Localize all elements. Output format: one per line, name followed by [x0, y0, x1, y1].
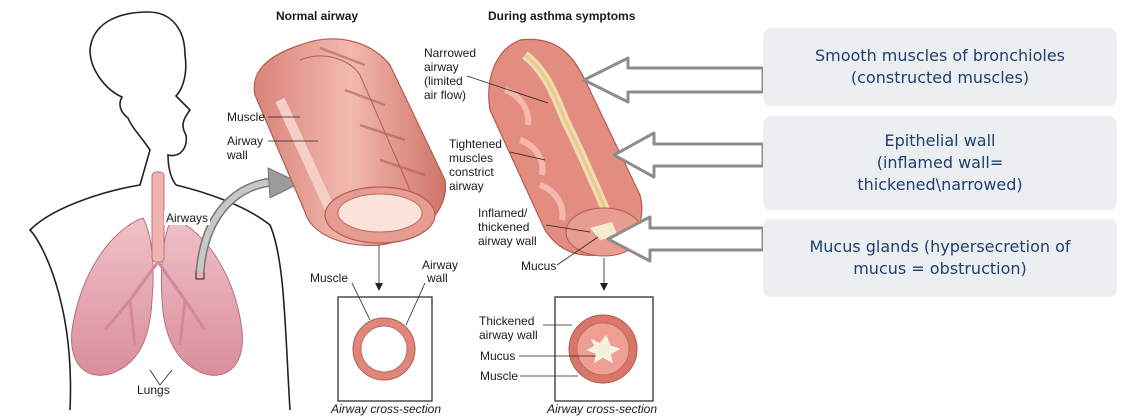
inflamed-wall-line1: Inflamed/ [478, 206, 527, 220]
normal-airway-tube [254, 39, 445, 245]
normal-cross-airway-wall-line2: wall [427, 271, 448, 285]
tightened-muscles-line1: Tightened [449, 137, 502, 151]
normal-cross-caption: Airway cross-section [331, 402, 441, 416]
callout-smooth-line2: (constructed muscles) [815, 67, 1065, 89]
inflamed-wall-line2: thickened [478, 220, 529, 234]
narrowed-airway-line2: airway [424, 60, 459, 74]
tightened-muscles-line4: airway [449, 179, 484, 193]
normal-airway-title: Normal airway [276, 9, 358, 23]
thickened-wall-line1: Thickened [479, 314, 534, 328]
callout-mucus-line1: Mucus glands (hypersecretion of [809, 236, 1070, 258]
narrowed-airway-line1: Narrowed [424, 46, 476, 60]
normal-cross-section [353, 318, 415, 380]
inflamed-wall-line3: airway wall [478, 234, 537, 248]
callout-mucus-glands: Mucus glands (hypersecretion of mucus = … [763, 219, 1117, 297]
callout-smooth-muscles: Smooth muscles of bronchioles (construct… [763, 28, 1117, 106]
airways-label: Airways [164, 211, 210, 225]
asthma-mucus-label: Mucus [521, 259, 556, 273]
thickened-wall-line2: airway wall [479, 328, 538, 342]
normal-airway-wall-label-line1: Airway [227, 134, 263, 148]
callout-epi-line3: thickened\narrowed) [857, 174, 1022, 196]
pointer-arrow-epithelial-wall [614, 133, 763, 177]
callout-epi-line2: (inflamed wall= [857, 152, 1022, 174]
lungs-illustration [72, 172, 243, 375]
callout-epithelial-wall: Epithelial wall (inflamed wall= thickene… [763, 116, 1117, 210]
lungs-label: Lungs [137, 383, 170, 397]
asthma-cross-caption: Airway cross-section [547, 402, 657, 416]
pointer-arrow-smooth-muscle [584, 58, 763, 102]
callout-epi-line1: Epithelial wall [857, 130, 1022, 152]
narrowed-airway-line4: air flow) [424, 88, 466, 102]
asthma-cross-mucus-label: Mucus [480, 349, 515, 363]
normal-cross-airway-wall-line1: Airway [422, 258, 458, 272]
asthma-title: During asthma symptoms [488, 9, 635, 23]
callout-mucus-line2: mucus = obstruction) [809, 258, 1070, 280]
normal-muscle-label: Muscle [227, 110, 265, 124]
normal-cross-muscle-label: Muscle [310, 271, 348, 285]
asthma-cross-muscle-label: Muscle [480, 369, 518, 383]
narrowed-airway-line3: (limited [424, 74, 463, 88]
callout-smooth-line1: Smooth muscles of bronchioles [815, 45, 1065, 67]
tightened-muscles-line3: constrict [449, 165, 494, 179]
asthma-cross-section [569, 315, 637, 383]
tightened-muscles-line2: muscles [449, 151, 493, 165]
normal-airway-wall-label-line2: wall [227, 148, 248, 162]
